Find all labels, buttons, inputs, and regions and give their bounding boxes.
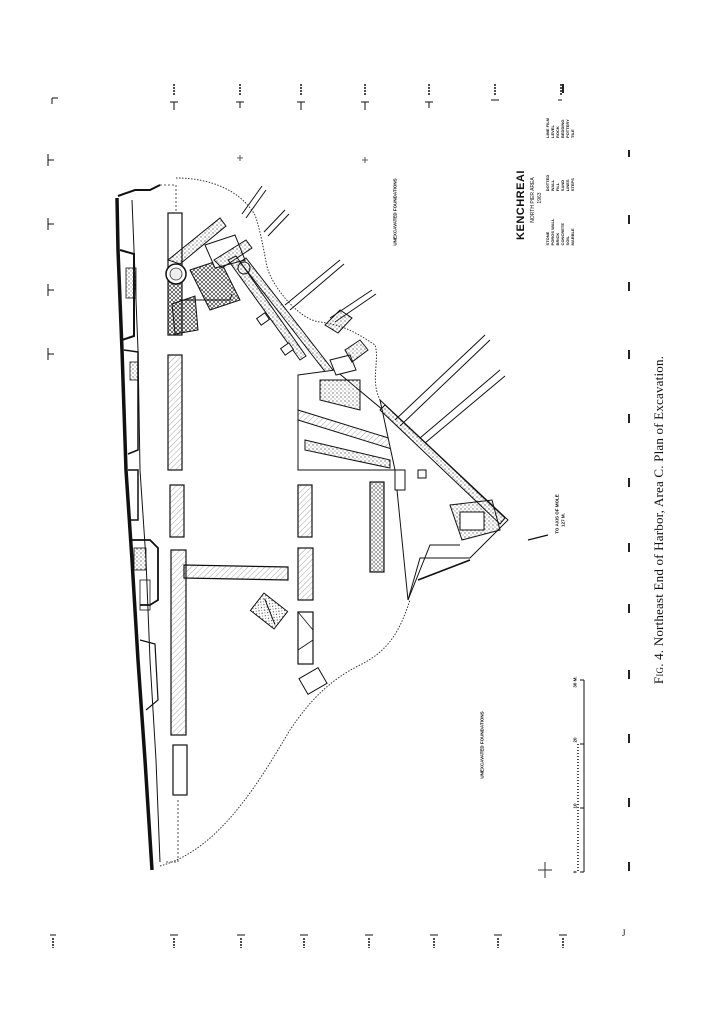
sea-wall [115,184,161,871]
shoreline [159,177,411,867]
central-block [297,354,396,471]
label-unexcavated-upper: UNEXCAVATED FOUNDATIONS [392,178,398,246]
legend-column-2: DOTTED WALL FILL SAND LINES STEPS [545,175,575,191]
diagonal-wall [239,257,337,379]
promontory [379,398,509,601]
legend-entry: TILE [570,129,575,138]
legend-column-3: LIME FILM LEVEL ROCK BEDDING POTTERY TIL… [545,118,575,138]
grid-ticks-bottom [50,934,567,948]
scale-label-0: 0 [572,870,578,874]
label-unexcavated-lower: UNEXCAVATED FOUNDATIONS [479,711,485,779]
scale-label-20: 20 [572,737,578,743]
grid-ticks-top [51,84,562,110]
legend-entry: MARBLE [570,228,575,246]
legend-column-1: STONE POROS WALL BRICK CONCRETE SOIL MAR… [545,219,575,246]
round-structure [165,263,187,285]
dashed-boundary-top [160,184,177,215]
legend-year: 1963 [537,192,543,204]
caption-text: Northeast End of Harbor, Area C. Plan of… [651,355,666,647]
mole-arrow [527,534,549,541]
pier-blocks-middle [297,481,385,665]
legend-subtitle: NORTH PIER AREA [530,177,536,223]
caption-prefix: Fig. 4. [651,649,666,685]
scale-label-10: 10 [572,803,578,809]
scale-label-30: 30 M. [572,676,578,688]
wall-spur [324,309,369,363]
dashed-boundary-bottom [165,800,179,863]
corner-structure [298,667,328,695]
legend-entry: STEPS [570,178,575,192]
grid-ticks-left [47,154,54,360]
legend-title: KENCHREAI [515,170,527,240]
page-marker: J [622,928,626,938]
grid-labels-right [562,84,630,871]
label-mole-note: TO AXIS OF MOLE [554,494,560,534]
label-mole-distance: 127 M. [560,513,566,527]
rotated-block [249,592,289,630]
scale-bar [577,679,585,873]
foundation-lines [241,185,506,444]
upper-complex [166,217,307,361]
figure-caption: Fig. 4. Northeast End of Harbor, Area C.… [651,356,667,684]
grid-crosses [237,155,552,878]
